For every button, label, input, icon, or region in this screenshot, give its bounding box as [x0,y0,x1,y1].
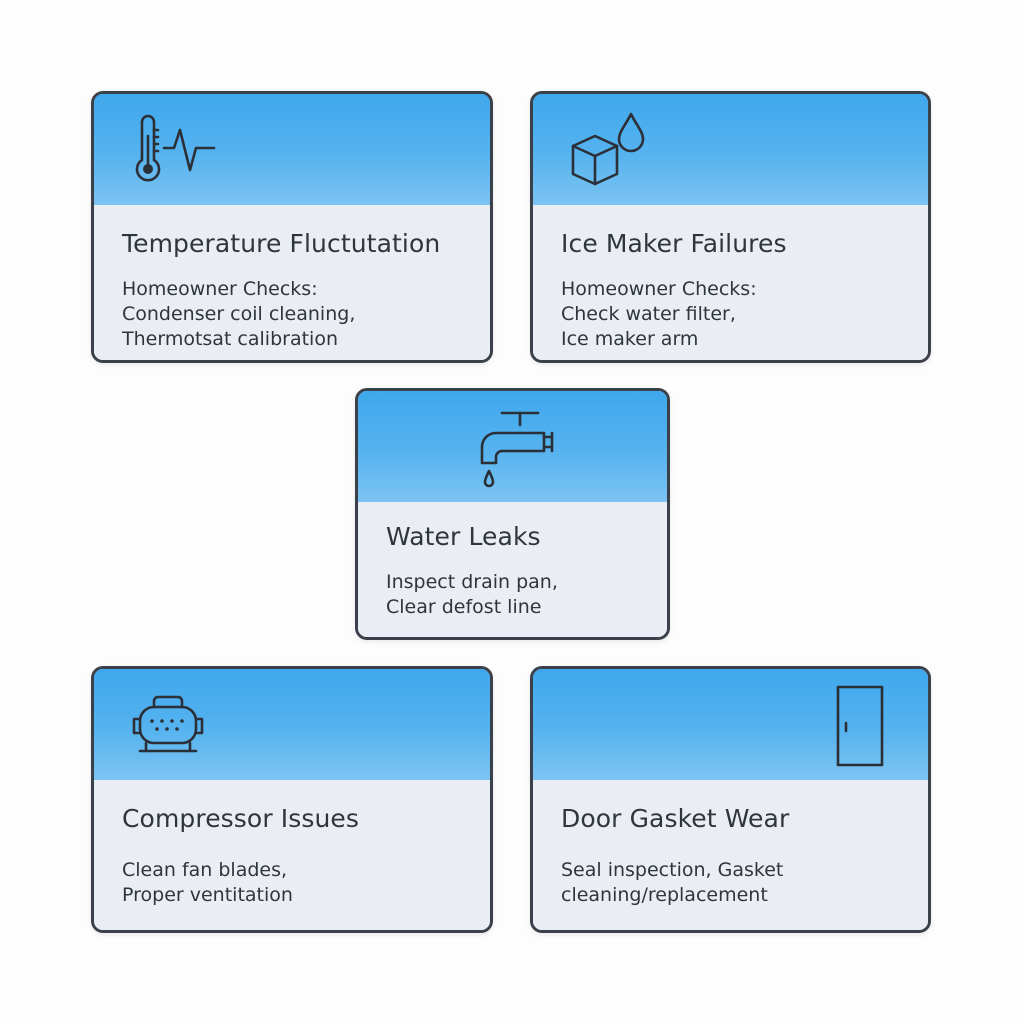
card-header [94,669,490,780]
card-line: Seal inspection, Gasket [561,859,784,881]
card-line: Homeowner Checks: [561,278,757,300]
card-description: Seal inspection, Gasket cleaning/replace… [561,858,783,908]
card-body: Compressor Issues Clean fan blades, Prop… [94,780,490,930]
card-ice-maker-failures: Ice Maker Failures Homeowner Checks: Che… [530,91,931,363]
card-line: Clear defost line [386,596,542,618]
card-door-gasket-wear: Door Gasket Wear Seal inspection, Gasket… [530,666,931,933]
card-body: Temperature Fluctutation Homeowner Check… [94,205,490,360]
compressor-icon [130,691,206,757]
card-header [94,94,490,205]
card-line: Condenser coil cleaning, [122,303,356,325]
card-title: Temperature Fluctutation [122,229,441,258]
card-temperature-fluctuation: Temperature Fluctutation Homeowner Check… [91,91,493,363]
card-description: Clean fan blades, Proper ventitation [122,858,293,908]
card-line: Check water filter, [561,303,736,325]
card-header [358,391,667,502]
card-title: Door Gasket Wear [561,804,790,833]
card-compressor-issues: Compressor Issues Clean fan blades, Prop… [91,666,493,933]
card-line: Clean fan blades, [122,859,288,881]
card-description: Inspect drain pan, Clear defost line [386,570,558,620]
card-description: Homeowner Checks: Check water filter, Ic… [561,277,757,352]
card-body: Ice Maker Failures Homeowner Checks: Che… [533,205,928,360]
card-body: Water Leaks Inspect drain pan, Clear def… [358,502,667,637]
door-icon [833,683,887,769]
card-header [533,669,928,780]
card-line: Thermotsat calibration [122,328,338,350]
card-line: Ice maker arm [561,328,699,350]
card-title: Water Leaks [386,522,541,551]
ice-cube-drop-icon [565,108,649,192]
card-body: Door Gasket Wear Seal inspection, Gasket… [533,780,928,930]
card-line: Inspect drain pan, [386,571,558,593]
card-line: cleaning/replacement [561,884,768,906]
thermometer-pulse-icon [130,114,220,190]
card-line: Homeowner Checks: [122,278,318,300]
card-line: Proper ventitation [122,884,293,906]
faucet-icon [474,405,564,495]
card-header [533,94,928,205]
card-title: Ice Maker Failures [561,229,787,258]
card-water-leaks: Water Leaks Inspect drain pan, Clear def… [355,388,670,640]
card-description: Homeowner Checks: Condenser coil cleanin… [122,277,355,352]
card-title: Compressor Issues [122,804,360,833]
